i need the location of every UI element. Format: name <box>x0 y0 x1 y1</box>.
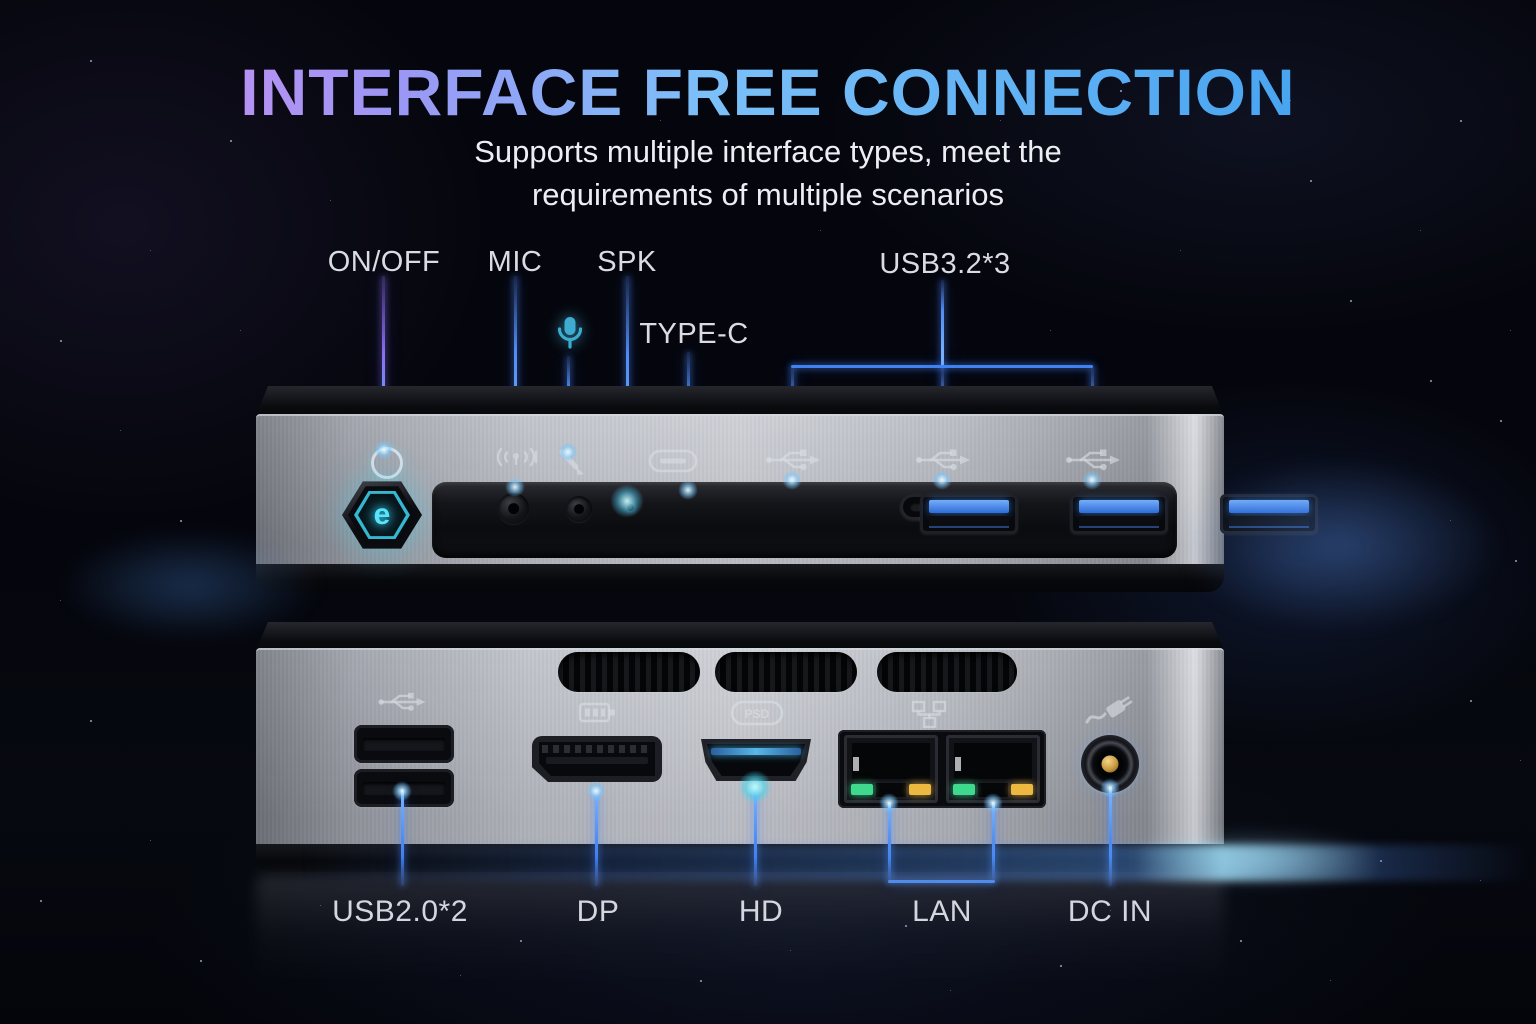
callout-tip <box>586 781 606 801</box>
vent-2 <box>715 652 857 692</box>
usb3-port-2 <box>1070 494 1168 534</box>
callout-line-hd <box>754 788 757 886</box>
mic-glyph-icon <box>557 317 583 349</box>
page-title: INTERFACE FREE CONNECTION <box>0 54 1536 130</box>
dc-in-icon <box>1085 696 1133 724</box>
label-spk: SPK <box>597 246 657 278</box>
callout-tip <box>678 480 698 500</box>
callout-line-on-off <box>382 276 385 448</box>
callout-line-lan-bridge <box>888 880 995 883</box>
label-lan: LAN <box>912 895 972 928</box>
lan2-green-led <box>953 784 975 795</box>
front-device-top-face <box>256 386 1224 416</box>
lan2-amber-led <box>1011 784 1033 795</box>
background-starfield-small <box>0 0 1 1</box>
label-mic: MIC <box>487 246 543 278</box>
dp-icon <box>578 702 615 723</box>
callout-line-dc-in <box>1109 786 1112 886</box>
label-usb32: USB3.2*3 <box>879 248 1011 280</box>
usb2-port-1 <box>354 725 454 763</box>
subtitle-line-1: Supports multiple interface types, meet … <box>474 134 1062 169</box>
callout-tip <box>1082 470 1102 490</box>
power-button: e <box>342 480 422 550</box>
front-device: e <box>256 386 1318 600</box>
spk-jack <box>566 496 592 522</box>
callout-tip <box>505 477 525 497</box>
callout-tip <box>782 470 802 490</box>
usb3-icon-1 <box>766 449 820 471</box>
callout-line-mic <box>514 276 517 488</box>
hdmi-icon: PSD <box>730 700 784 726</box>
callout-line-usb32-stem <box>941 280 944 367</box>
callout-tip <box>738 770 772 804</box>
subtitle: Supports multiple interface types, meet … <box>0 130 1536 216</box>
callout-tip <box>558 442 578 462</box>
callout-tip <box>1100 778 1120 798</box>
front-device-bottom-face <box>256 564 1224 592</box>
mic-port-icon <box>496 447 538 467</box>
usb2-icon <box>378 692 426 711</box>
callout-tip <box>392 781 412 801</box>
callout-tip <box>879 793 899 813</box>
callout-line-dp <box>595 790 598 886</box>
usb3-port-1 <box>920 494 1018 534</box>
device-reflection <box>256 874 1224 984</box>
callout-tip <box>374 440 394 460</box>
callout-tip <box>983 793 1003 813</box>
vent-1 <box>558 652 700 692</box>
floor-flare <box>1120 836 1380 882</box>
power-button-bezel: e <box>342 481 422 549</box>
hdmi-port <box>701 739 811 781</box>
label-dc-in: DC IN <box>1067 895 1153 928</box>
lan1-green-led <box>851 784 873 795</box>
usb3-port-3 <box>1220 494 1318 534</box>
label-usb2: USB2.0*2 <box>332 895 468 928</box>
callout-line-lan-2 <box>992 802 995 882</box>
light-flare-right <box>1180 460 1500 630</box>
type-c-port-icon <box>648 449 698 473</box>
svg-text:PSD: PSD <box>745 707 770 721</box>
power-button-logo: e <box>373 498 391 531</box>
lan-block <box>838 730 1046 808</box>
label-type-c: TYPE-C <box>639 318 749 350</box>
callout-line-lan-1 <box>888 802 891 882</box>
usb3-icon-3 <box>1066 449 1120 471</box>
lan-icon <box>911 700 947 728</box>
label-dp: DP <box>576 895 620 928</box>
light-flare-left <box>60 530 320 640</box>
callout-tip <box>932 470 952 490</box>
mic-jack <box>498 493 529 524</box>
callout-line-usb2 <box>401 789 404 886</box>
label-hd: HD <box>738 895 784 928</box>
front-port-panel <box>432 482 1318 558</box>
vent-3 <box>877 652 1017 692</box>
back-device-top-face <box>256 622 1224 650</box>
lan-port-1 <box>844 735 938 803</box>
label-on-off: ON/OFF <box>327 246 441 278</box>
subtitle-line-2: requirements of multiple scenarios <box>531 177 1005 212</box>
dp-port <box>532 736 662 782</box>
lan1-amber-led <box>909 784 931 795</box>
lan-port-2 <box>946 735 1040 803</box>
callout-tip <box>610 484 644 518</box>
usb3-icon-2 <box>916 449 970 471</box>
